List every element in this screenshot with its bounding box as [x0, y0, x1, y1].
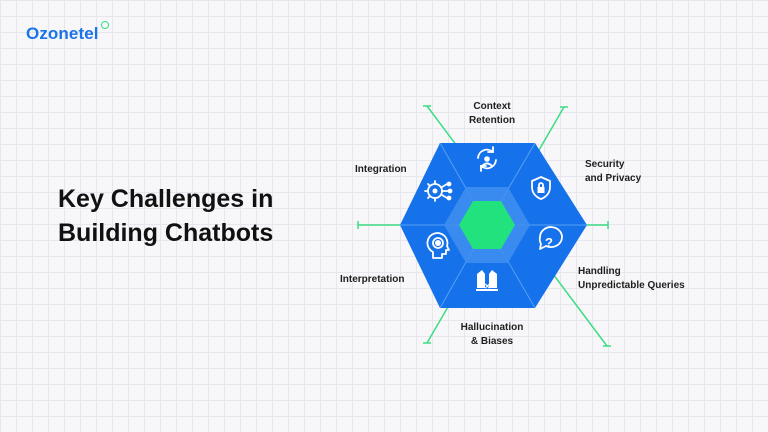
title-line-1: Key Challenges in: [58, 185, 274, 213]
brand-dot-icon: [100, 21, 109, 29]
question-bubble-icon: ?: [538, 226, 563, 250]
svg-text:?: ?: [545, 235, 553, 250]
label-integration: Integration: [355, 164, 407, 175]
brand-name: Ozonetel: [26, 24, 99, 43]
label-hallucination-biases: Hallucination & Biases: [460, 322, 524, 347]
page-title: Key Challenges in Building Chatbots: [58, 182, 298, 250]
label-interpretation: Interpretation: [340, 274, 405, 285]
scales-icon: ✕: [476, 270, 498, 291]
center-hexagon: [459, 201, 515, 249]
brand-logo: Ozonetel: [26, 21, 109, 44]
label-context-retention: Context Retention: [468, 101, 516, 126]
label-unpredictable-queries: Handling Unpredictable Queries: [578, 266, 685, 291]
title-line-2: Building Chatbots: [58, 219, 274, 247]
shield-lock-icon: [531, 176, 551, 200]
refresh-user-icon: [477, 146, 497, 172]
head-gear-icon: [426, 232, 450, 259]
gear-network-icon: [424, 180, 453, 202]
svg-text:✕: ✕: [484, 282, 491, 291]
label-security-privacy: Security and Privacy: [585, 159, 642, 184]
